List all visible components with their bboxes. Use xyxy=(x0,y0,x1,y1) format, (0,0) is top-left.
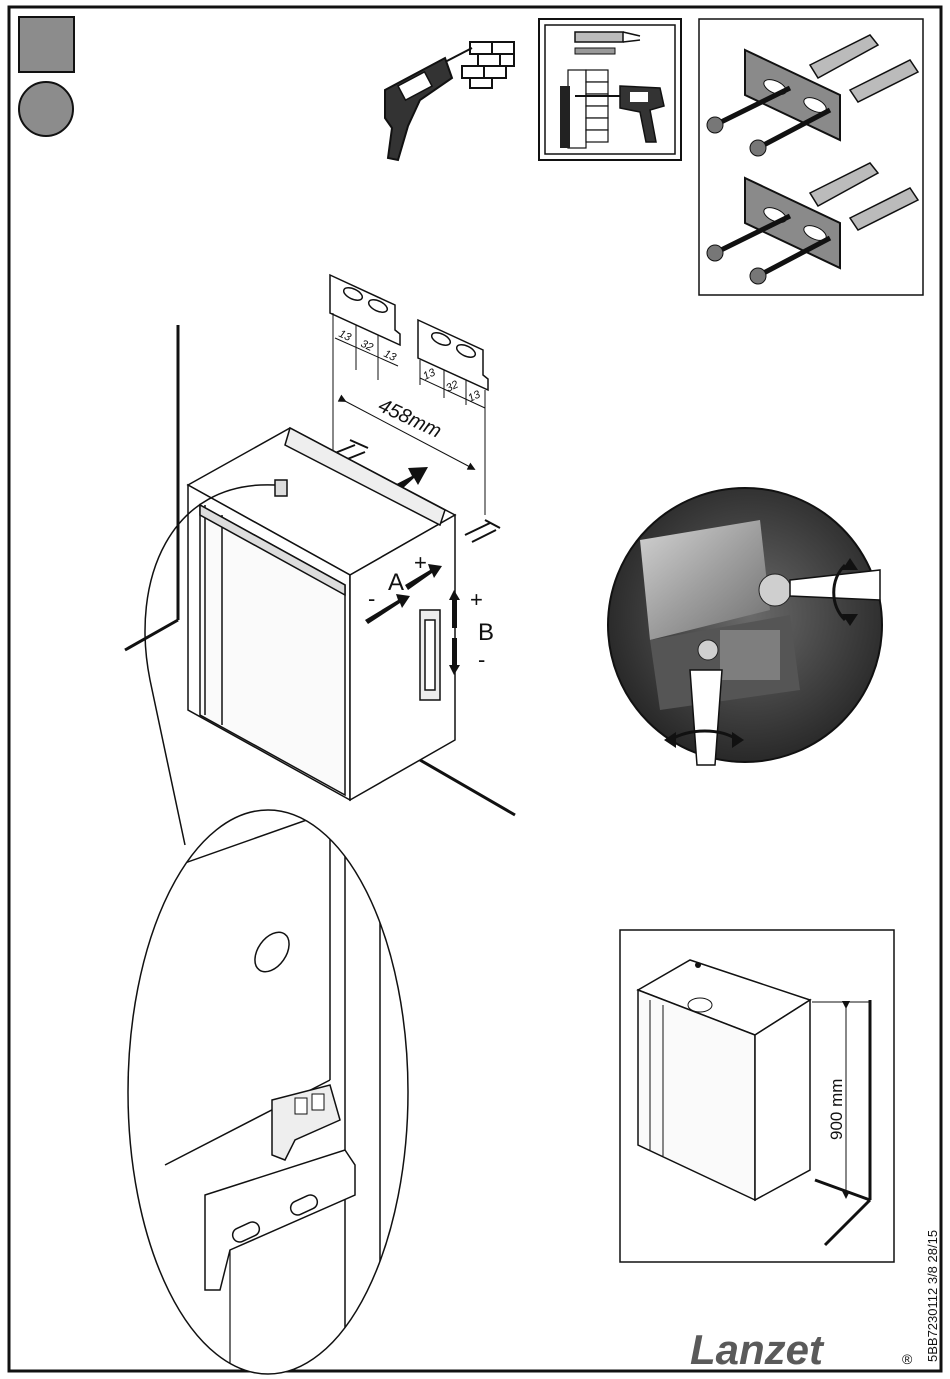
adjust-a-minus: - xyxy=(368,586,375,611)
height-label: 900 mm xyxy=(827,1079,846,1140)
circle-marker-icon xyxy=(19,82,73,136)
wall-drilling-icon xyxy=(539,19,681,160)
wall-plug-screw-icon xyxy=(699,19,923,295)
installed-view xyxy=(620,930,894,1262)
registered-mark: ® xyxy=(902,1351,913,1367)
left-dim-1: 13 xyxy=(337,328,354,344)
right-dim-2: 32 xyxy=(444,379,460,395)
brand-logo: Lanzet xyxy=(690,1326,825,1373)
adjust-a-plus: + xyxy=(414,550,427,575)
right-dim-3: 13 xyxy=(466,388,483,404)
left-dim-2: 32 xyxy=(359,338,375,354)
left-dim-3: 13 xyxy=(382,348,399,364)
adjust-b-plus: + xyxy=(470,587,483,612)
adjust-a-label: A xyxy=(388,569,404,596)
adjustment-photo xyxy=(600,480,900,780)
adjust-b-minus: - xyxy=(478,647,485,672)
document-code: 5BB7230112 3/8 28/15 xyxy=(925,1230,940,1362)
square-marker-icon xyxy=(19,17,74,72)
drill-brick-icon xyxy=(385,42,514,160)
cabinet-diagram xyxy=(188,428,455,800)
zoom-detail xyxy=(120,800,420,1379)
adjust-b-label: B xyxy=(478,619,494,646)
